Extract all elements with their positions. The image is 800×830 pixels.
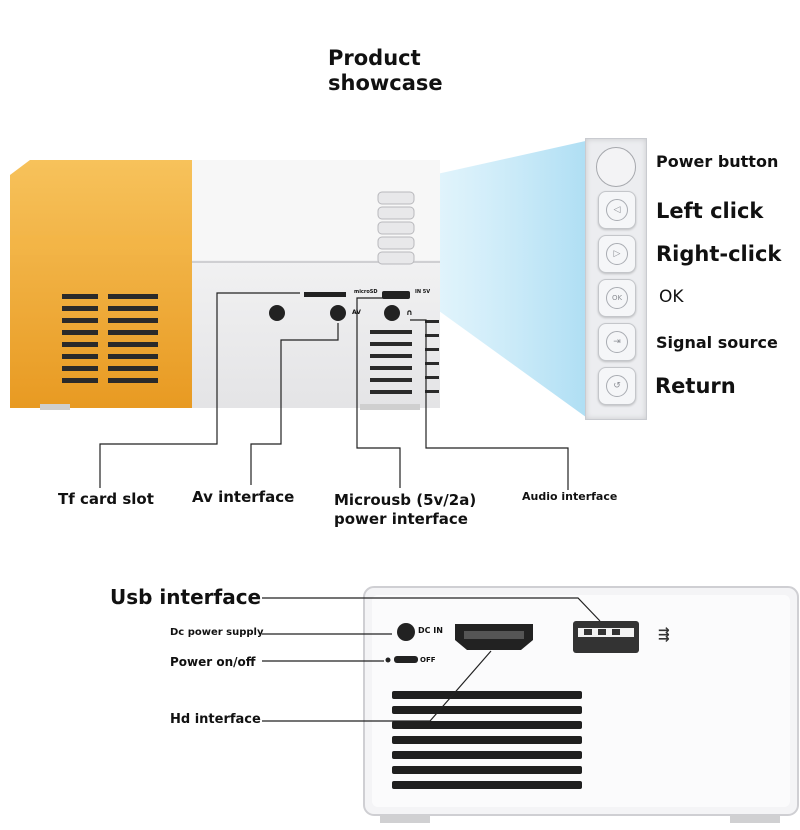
ok-button[interactable]: OK <box>598 279 636 317</box>
leader-lines-bottom <box>262 597 601 722</box>
headphone-icon: ∩ <box>406 308 413 317</box>
dc-in-print: DC IN <box>418 626 443 635</box>
dc-in-port <box>397 623 415 641</box>
control-panel: ◁ ▷ OK ⇥ ↺ <box>585 138 647 420</box>
microsd-slot <box>304 292 346 297</box>
title-line-2: showcase <box>328 71 443 95</box>
projector-back-view <box>363 586 799 823</box>
page-title: Product showcase <box>328 46 443 96</box>
source-icon: ⇥ <box>606 331 628 353</box>
signal-source-button[interactable]: ⇥ <box>598 323 636 361</box>
microusb-port <box>382 291 410 299</box>
ok-glyph: OK <box>606 287 628 309</box>
usb-symbol-icon: ⇶ <box>658 627 670 643</box>
triangle-right-icon: ▷ <box>606 243 628 265</box>
microsd-print: microSD <box>354 289 378 295</box>
power-switch <box>394 656 418 663</box>
off-print: OFF <box>420 656 436 664</box>
label-right-click: Right-click <box>656 242 782 266</box>
label-ok: OK <box>659 287 684 307</box>
label-microusb: Microusb (5v/2a) power interface <box>334 491 476 529</box>
left-click-button[interactable]: ◁ <box>598 191 636 229</box>
triangle-left-icon: ◁ <box>606 199 628 221</box>
yellow-housing <box>10 160 192 408</box>
back-vents <box>392 691 582 789</box>
label-signal-source: Signal source <box>656 333 778 352</box>
label-power-button: Power button <box>656 152 779 171</box>
av-print: AV <box>352 309 361 316</box>
power-button[interactable] <box>596 147 636 187</box>
label-power-on-off: Power on/off <box>170 655 256 669</box>
label-dc-power-supply: Dc power supply <box>170 627 264 638</box>
av-jack-left <box>269 305 285 321</box>
return-button[interactable]: ↺ <box>598 367 636 405</box>
label-audio-interface: Audio interface <box>522 490 618 503</box>
label-av-interface: Av interface <box>192 488 295 506</box>
white-vents <box>370 320 439 394</box>
audio-jack <box>384 305 400 321</box>
in5v-print: IN 5V <box>415 289 431 295</box>
side-buttons <box>377 191 415 265</box>
return-icon: ↺ <box>606 375 628 397</box>
av-jack <box>330 305 346 321</box>
title-line-1: Product <box>328 46 421 70</box>
label-microusb-line1: Microusb (5v/2a) <box>334 491 477 509</box>
projection-beam <box>410 140 590 420</box>
label-left-click: Left click <box>656 199 764 223</box>
label-microusb-line2: power interface <box>334 510 468 528</box>
label-hd-interface: Hd interface <box>170 712 261 727</box>
label-tf-card-slot: Tf card slot <box>58 490 154 508</box>
right-click-button[interactable]: ▷ <box>598 235 636 273</box>
leader-lines-top <box>99 292 569 490</box>
yellow-vents <box>62 294 158 383</box>
label-usb-interface: Usb interface <box>110 585 262 609</box>
label-return: Return <box>655 374 736 398</box>
projector-top-view <box>10 160 440 410</box>
